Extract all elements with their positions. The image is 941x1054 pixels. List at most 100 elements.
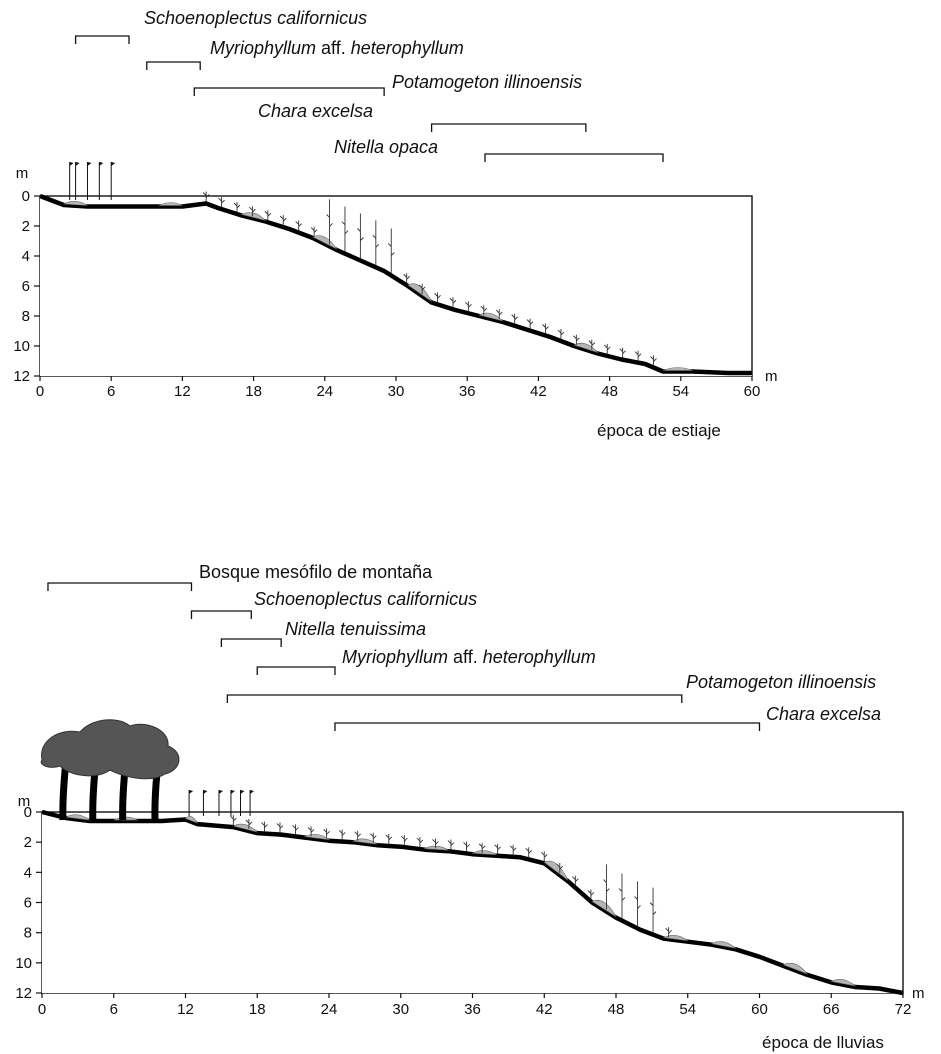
species-range-bar: [430, 123, 587, 132]
x-tick-label: 12: [177, 1001, 194, 1018]
plant-sprig: [292, 824, 299, 835]
plant-sprig: [665, 927, 672, 938]
species-range-bar: [146, 61, 201, 70]
plant-sprig: [650, 355, 657, 366]
species-label: Nitella tenuissima: [285, 619, 426, 639]
depth-unit-label: m: [18, 793, 31, 810]
plant-sprig: [511, 313, 518, 324]
plant-sprig: [218, 197, 225, 208]
plant-sprig: [276, 822, 284, 833]
vegetation-patch: [158, 202, 183, 206]
plant-sprig: [403, 273, 410, 284]
reed-head: [111, 162, 116, 166]
vegetation-patch: [591, 899, 617, 917]
plant-sprig: [649, 887, 657, 933]
reed-head: [218, 790, 223, 794]
plant-sprig: [295, 220, 303, 231]
x-tick-label: 0: [36, 383, 44, 400]
y-tick-label: 8: [24, 925, 32, 942]
sediment-area: [42, 812, 903, 993]
forest-canopy: [40, 719, 180, 780]
y-tick-label: 8: [22, 308, 30, 325]
plant-sprig: [478, 842, 486, 853]
plant-sprig: [245, 819, 253, 830]
plant-sprig: [463, 841, 470, 852]
x-tick-label: 18: [249, 1001, 266, 1018]
season-label: época de lluvias: [762, 1033, 884, 1052]
y-tick-label: 4: [22, 248, 30, 265]
x-tick-label: 60: [751, 1001, 768, 1018]
plant-sprig: [279, 215, 287, 226]
plant-sprig: [387, 228, 395, 274]
x-tick-label: 42: [530, 383, 547, 400]
plant-sprig: [434, 292, 441, 303]
plant-sprig: [494, 843, 501, 854]
vegetation-patch: [312, 235, 338, 250]
plant-sprig: [341, 206, 349, 252]
season-label: época de estiaje: [597, 421, 721, 440]
y-tick-label: 6: [22, 278, 30, 295]
x-tick-label: 24: [316, 383, 333, 400]
species-range-bar: [47, 582, 193, 591]
reed-head: [87, 162, 92, 166]
plant-sprig: [557, 329, 565, 340]
x-tick-label: 6: [107, 383, 115, 400]
species-label: Nitella opaca: [334, 137, 438, 157]
plant-sprig: [540, 851, 548, 862]
plant-sprig: [418, 283, 426, 294]
vegetation-patch: [662, 367, 693, 371]
plant-sprig: [323, 828, 330, 839]
y-tick-label: 6: [24, 895, 32, 912]
plant-sprig: [495, 309, 503, 320]
plant-sprig: [264, 210, 272, 221]
reed-head: [189, 790, 194, 794]
reed-head: [250, 790, 255, 794]
plant-sprig: [307, 826, 315, 837]
y-tick-label: 10: [13, 338, 30, 355]
plant-sprig: [357, 213, 364, 259]
species-range-bar: [226, 694, 683, 703]
distance-unit-label: m: [912, 985, 925, 1002]
plant-sprig: [525, 847, 533, 858]
plant-sprig: [401, 835, 408, 846]
species-label: Chara excelsa: [258, 101, 373, 121]
x-tick-label: 66: [823, 1001, 840, 1018]
lake-bottom-profile: [41, 809, 904, 996]
vegetation-patch: [782, 962, 809, 975]
y-tick-label: 10: [15, 955, 32, 972]
species-range-bar: [484, 153, 664, 162]
vegetation-patch: [351, 838, 378, 845]
sediment-area: [40, 196, 752, 376]
vegetation-patch: [478, 312, 504, 322]
species-label: Myriophyllum aff. heterophyllum: [210, 38, 464, 58]
species-range-bar: [220, 638, 282, 647]
plant-sprig: [465, 301, 472, 312]
vegetation-patch: [471, 850, 497, 856]
plant-sprig: [634, 350, 642, 361]
plant-sprig: [261, 821, 268, 832]
plant-sprig: [572, 875, 579, 886]
plant-sprig: [480, 305, 488, 316]
plant-sprig: [542, 323, 549, 334]
plant-sprig: [634, 881, 641, 927]
plant-sprig: [509, 844, 517, 855]
vegetation-patch: [662, 935, 689, 942]
plant-sprig: [526, 318, 534, 329]
reed-head: [75, 162, 80, 166]
distance-unit-label: m: [765, 368, 778, 385]
x-tick-label: 48: [601, 383, 618, 400]
y-tick-label: 12: [15, 985, 32, 1002]
plant-sprig: [587, 889, 595, 900]
species-range-bar: [190, 610, 252, 619]
plant-sprig: [338, 829, 346, 840]
plant-sprig: [618, 873, 626, 919]
species-label: Chara excelsa: [766, 704, 881, 724]
y-tick-label: 12: [13, 368, 30, 385]
vegetation-patch: [710, 941, 737, 949]
species-range-bar: [193, 87, 385, 96]
depth-unit-label: m: [16, 165, 29, 182]
species-range-bar: [334, 722, 761, 731]
plant-sprig: [416, 837, 424, 848]
vegetation-patch: [62, 201, 88, 206]
x-tick-label: 48: [608, 1001, 625, 1018]
